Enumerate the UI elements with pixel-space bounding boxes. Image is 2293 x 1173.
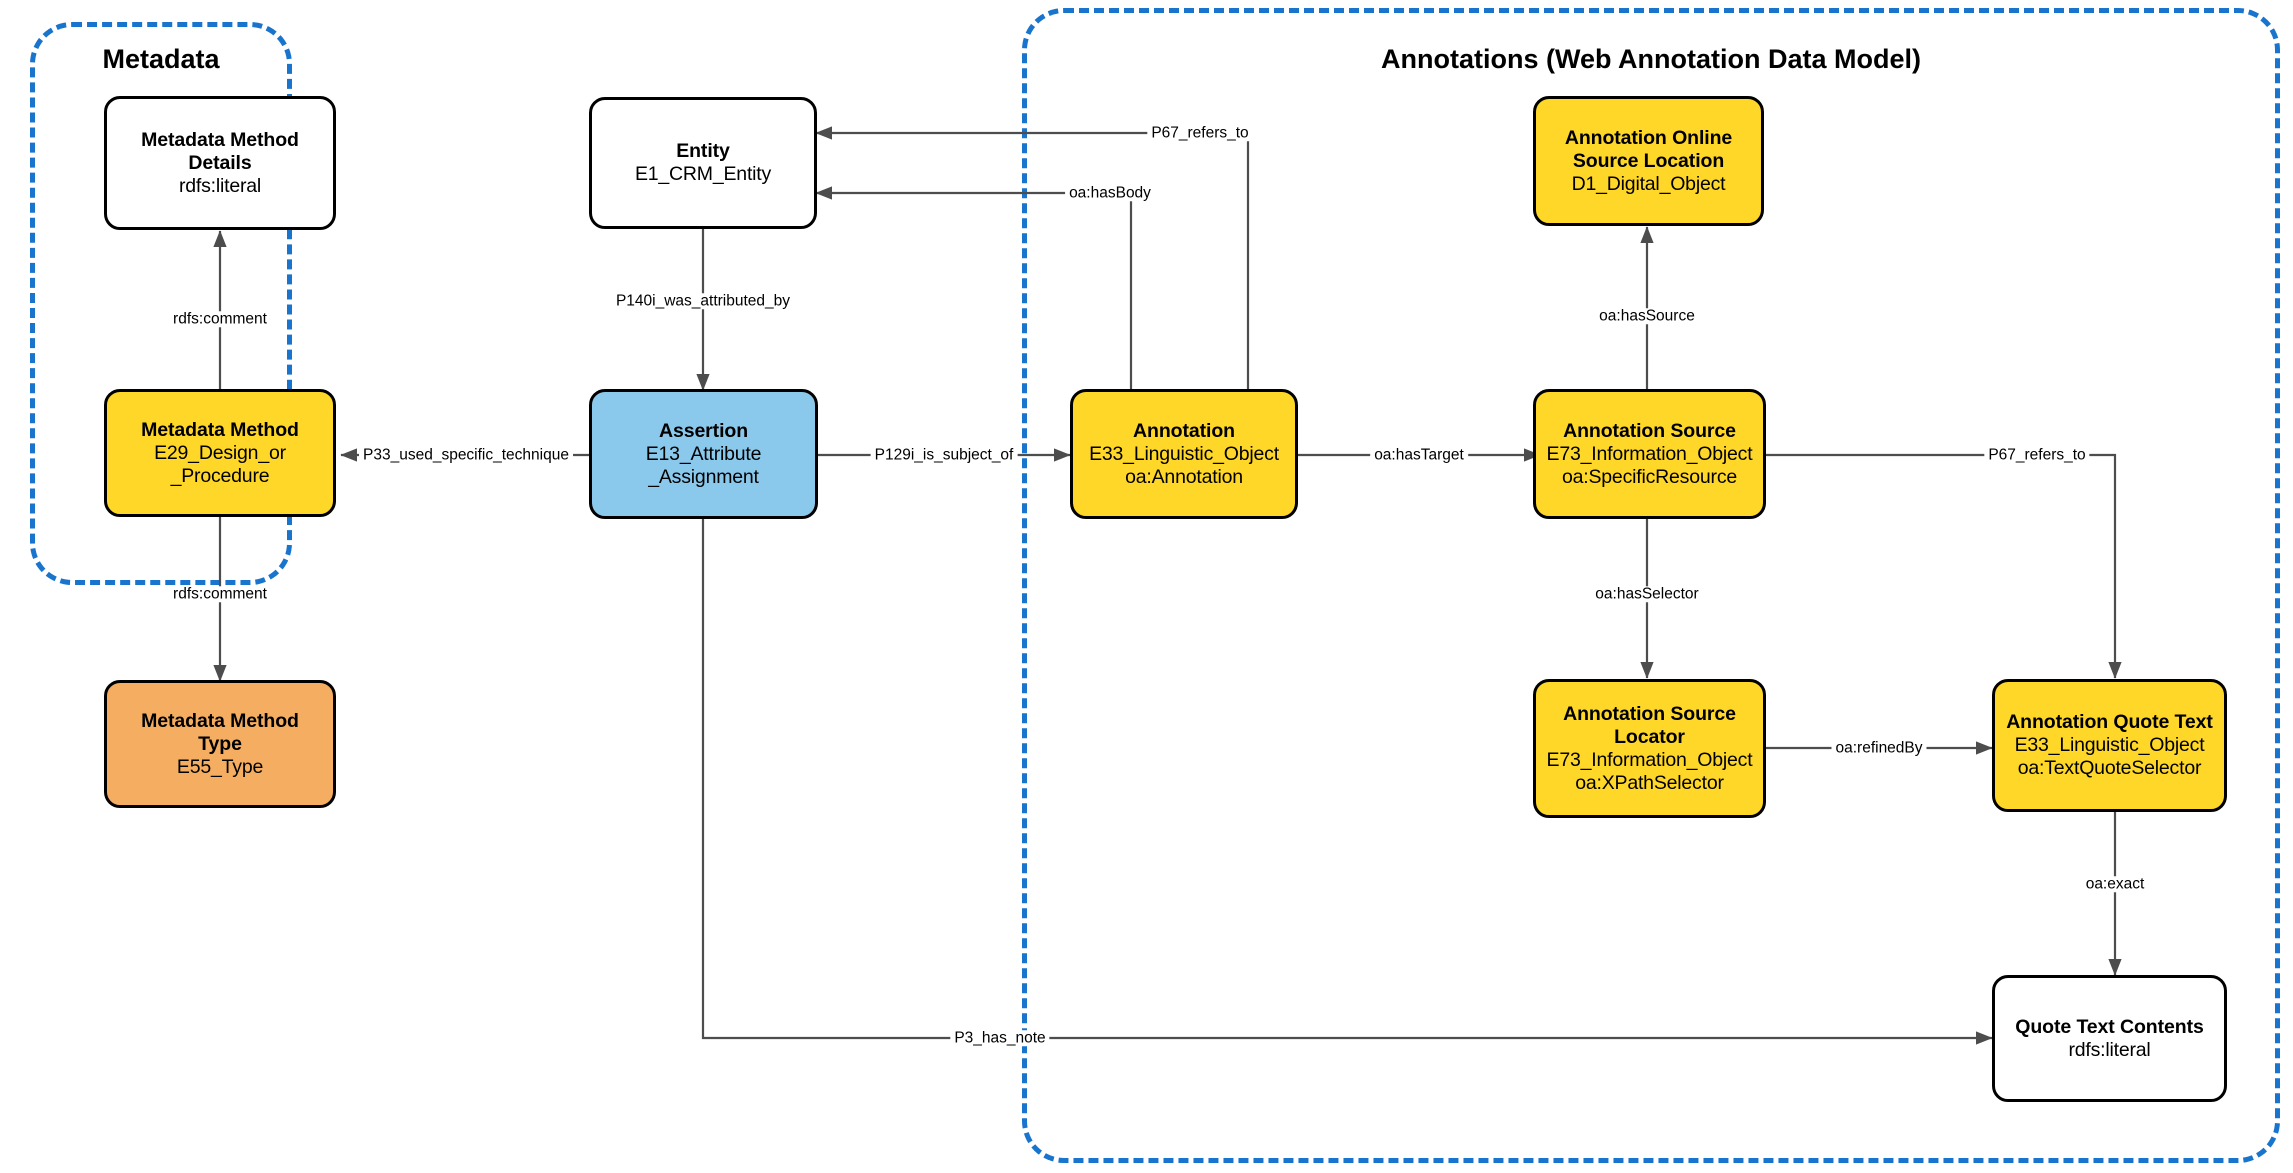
node-subtitle: E33_Linguistic_Object oa:TextQuoteSelect… — [2014, 734, 2205, 779]
node-title: Quote Text Contents — [2015, 1015, 2204, 1038]
edge-label-p67-refers-to-entity: P67_refers_to — [1147, 125, 1253, 141]
edge-label-oa-exact: oa:exact — [2081, 876, 2149, 892]
node-metadata-method-type[interactable]: Metadata Method Type E55_Type — [104, 680, 336, 808]
edge-label-p140i-was-attributed-by: P140i_was_attributed_by — [611, 293, 795, 309]
node-title: Metadata Method Type — [141, 709, 299, 755]
node-quote-text-contents[interactable]: Quote Text Contents rdfs:literal — [1992, 975, 2227, 1102]
node-title: Annotation Quote Text — [2006, 711, 2213, 733]
node-subtitle: E73_Information_Object oa:SpecificResour… — [1546, 442, 1753, 488]
node-subtitle: E55_Type — [176, 755, 264, 778]
group-metadata — [30, 22, 292, 585]
edge-label-rdfs-comment-type: rdfs:comment — [169, 586, 271, 602]
edge-label-oa-hastarget: oa:hasTarget — [1370, 447, 1468, 463]
group-annotations-title: Annotations (Web Annotation Data Model) — [1375, 44, 1927, 75]
edge-label-p3-has-note: P3_has_note — [950, 1030, 1050, 1046]
node-metadata-method[interactable]: Metadata Method E29_Design_or _Procedure — [104, 389, 336, 517]
group-metadata-title: Metadata — [96, 44, 226, 75]
node-entity[interactable]: Entity E1_CRM_Entity — [589, 97, 817, 229]
node-subtitle: rdfs:literal — [2068, 1038, 2151, 1061]
node-annotation-source-locator[interactable]: Annotation Source Locator E73_Informatio… — [1533, 679, 1766, 818]
node-annotation[interactable]: Annotation E33_Linguistic_Object oa:Anno… — [1070, 389, 1298, 519]
node-title: Annotation Online Source Location — [1564, 126, 1733, 172]
node-title: Annotation Source — [1563, 419, 1736, 442]
edge-label-rdfs-comment-details: rdfs:comment — [169, 311, 271, 327]
node-title: Annotation Source Locator — [1563, 702, 1736, 748]
node-annotation-source[interactable]: Annotation Source E73_Information_Object… — [1533, 389, 1766, 519]
node-title: Metadata Method Details — [141, 128, 299, 174]
node-subtitle: E73_Information_Object oa:XPathSelector — [1546, 748, 1753, 794]
node-metadata-method-details[interactable]: Metadata Method Details rdfs:literal — [104, 96, 336, 230]
node-title: Entity — [676, 140, 730, 162]
node-subtitle: rdfs:literal — [178, 174, 262, 197]
edge-label-p129i-is-subject-of: P129i_is_subject_of — [870, 447, 1018, 463]
edge-label-oa-hasselector: oa:hasSelector — [1591, 586, 1703, 602]
node-subtitle: E13_Attribute _Assignment — [645, 442, 762, 488]
node-title: Assertion — [658, 419, 749, 442]
edge-label-oa-hasbody: oa:hasBody — [1065, 185, 1155, 201]
node-subtitle: E33_Linguistic_Object oa:Annotation — [1089, 442, 1279, 488]
node-subtitle: E1_CRM_Entity — [634, 163, 772, 185]
edge-label-oa-hassource: oa:hasSource — [1595, 308, 1699, 324]
edge-label-p33-used-specific-technique: P33_used_specific_technique — [359, 447, 573, 463]
edge-label-p67-refers-to-quote: P67_refers_to — [1984, 447, 2090, 463]
node-title: Metadata Method — [141, 418, 299, 441]
node-assertion[interactable]: Assertion E13_Attribute _Assignment — [589, 389, 818, 519]
node-annotation-quote-text[interactable]: Annotation Quote Text E33_Linguistic_Obj… — [1992, 679, 2227, 812]
node-subtitle: E29_Design_or _Procedure — [154, 441, 286, 487]
node-annotation-online-source-location[interactable]: Annotation Online Source Location D1_Dig… — [1533, 96, 1764, 226]
node-subtitle: D1_Digital_Object — [1571, 172, 1726, 195]
edge-label-oa-refinedby: oa:refinedBy — [1831, 740, 1927, 756]
node-title: Annotation — [1133, 419, 1235, 442]
